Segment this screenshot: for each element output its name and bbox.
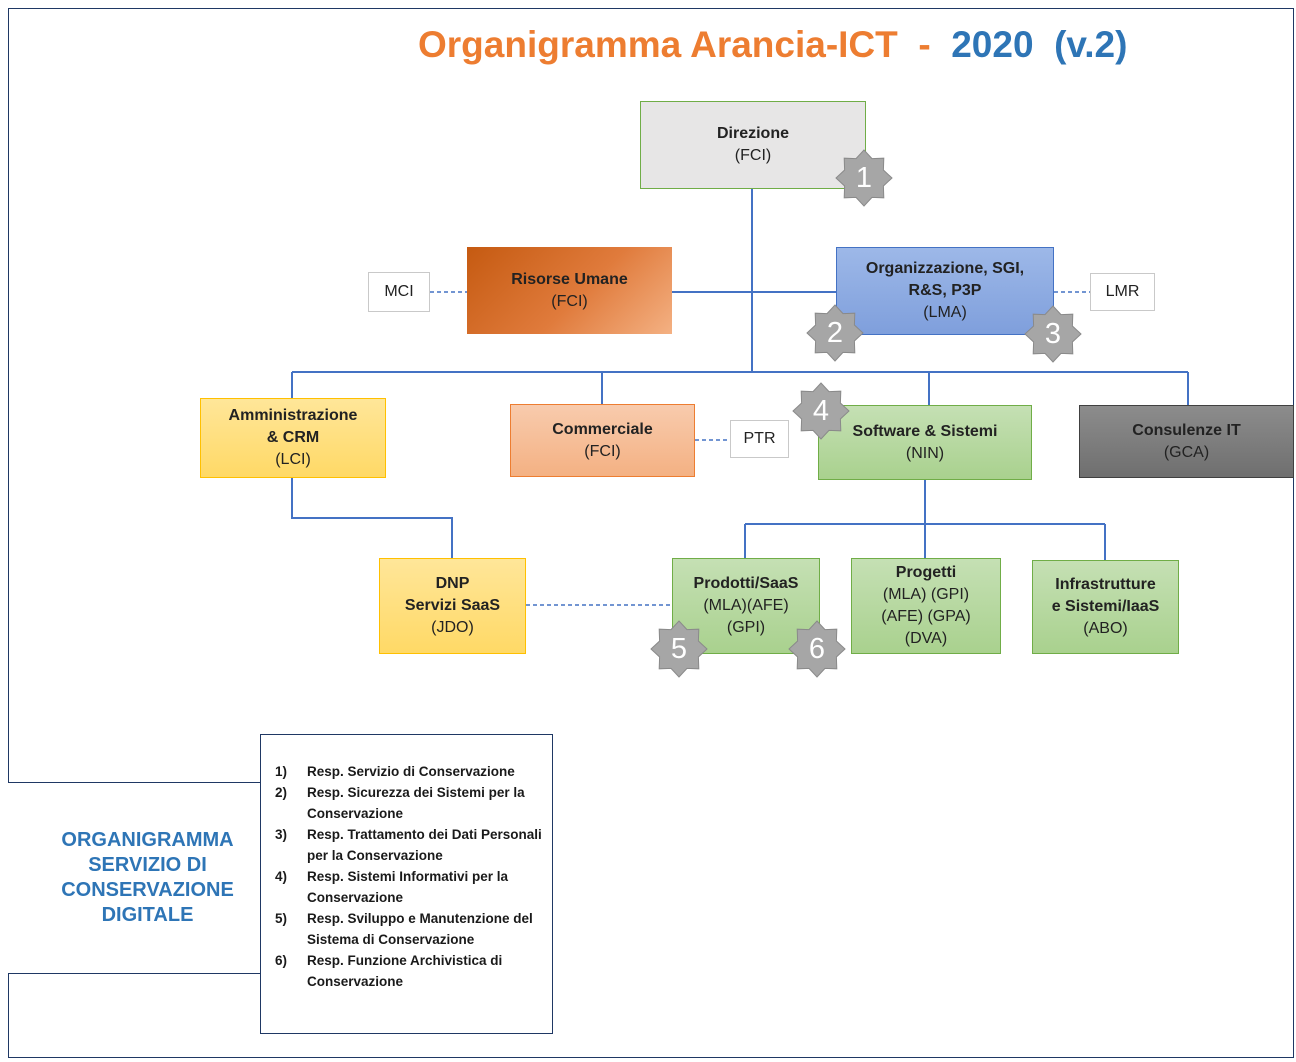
badge-4: 4 [792, 382, 850, 440]
legend-item-text: Resp. Trattamento dei Dati Personali per… [307, 827, 542, 863]
title-separator: - [918, 24, 931, 65]
box-amministrazione: Amministrazione & CRM (LCI) [200, 398, 386, 478]
box-risorse-umane-code: (FCI) [551, 292, 588, 310]
box-consulenze-it-code: (GCA) [1163, 443, 1210, 461]
badge-6: 6 [788, 620, 846, 678]
legend-item: 4) Resp. Sistemi Informativi per la Conse… [275, 866, 542, 908]
badge-6-number: 6 [808, 632, 826, 665]
legend-item: 3) Resp. Trattamento dei Dati Personali p… [275, 824, 542, 866]
box-prodotti-name: Prodotti/SaaS [693, 575, 799, 592]
legend-item-text: Resp. Funzione Archivistica di Conservaz… [307, 953, 503, 989]
box-progetti: Progetti (MLA) (GPI) (AFE) (GPA) (DVA) [851, 558, 1001, 654]
label-lmr: LMR [1090, 273, 1155, 311]
box-software-sistemi-name: Software & Sistemi [852, 422, 998, 440]
legend-list: 1) Resp. Servizio di Conservazione 2) Resp.… [275, 761, 542, 992]
box-organizzazione: Organizzazione, SGI, R&S, P3P (LMA) [836, 247, 1054, 335]
box-infrastrutture-name: Infrastrutture e Sistemi/IaaS [1051, 576, 1160, 615]
box-direzione-name: Direzione [716, 125, 789, 142]
legend-item-number: 2) [275, 785, 288, 800]
legend-item: 6) Resp. Funzione Archivistica di Conserv… [275, 950, 542, 992]
badge-2: 2 [806, 304, 864, 362]
legend-item-text: Resp. Sviluppo e Manutenzione del Sistem… [307, 911, 533, 947]
legend-item-number: 6) [275, 953, 288, 968]
legend-item-number: 3) [275, 827, 288, 842]
legend-item-number: 1) [275, 764, 288, 779]
box-organizzazione-name: Organizzazione, SGI, R&S, P3P [865, 260, 1025, 299]
legend-heading-box: ORGANIGRAMMA SERVIZIO DI CONSERVAZIONE D… [8, 782, 288, 974]
box-commerciale: Commerciale (FCI) [510, 404, 695, 477]
legend-item: 2) Resp. Sicurezza dei Sistemi per la Con… [275, 782, 542, 824]
box-software-sistemi-code: (NIN) [905, 444, 945, 462]
box-commerciale-code: (FCI) [584, 442, 621, 460]
legend-item-text: Resp. Servizio di Conservazione [307, 764, 515, 779]
box-amministrazione-code: (LCI) [275, 451, 311, 468]
box-commerciale-name: Commerciale [552, 420, 653, 438]
box-dnp-name: DNP Servizi SaaS [404, 575, 501, 614]
box-infrastrutture: Infrastrutture e Sistemi/IaaS (ABO) [1032, 560, 1179, 654]
box-consulenze-it-name: Consulenze IT [1132, 421, 1241, 439]
title-main: Organigramma Arancia-ICT [418, 24, 898, 65]
box-dnp-code: (JDO) [431, 619, 474, 636]
label-ptr: PTR [730, 420, 789, 458]
box-progetti-code: (MLA) (GPI) (AFE) (GPA) (DVA) [881, 586, 971, 647]
legend-item-number: 5) [275, 911, 288, 926]
box-dnp: DNP Servizi SaaS (JDO) [379, 558, 526, 654]
legend-item-text: Resp. Sistemi Informativi per la Conserv… [307, 869, 509, 905]
box-risorse-umane-name: Risorse Umane [511, 270, 628, 288]
legend-list-box: 1) Resp. Servizio di Conservazione 2) Resp.… [260, 734, 553, 1034]
box-direzione-code: (FCI) [734, 147, 772, 164]
badge-4-number: 4 [812, 394, 830, 427]
badge-3: 3 [1024, 305, 1082, 363]
box-infrastrutture-code: (ABO) [1083, 620, 1128, 637]
box-consulenze-it: Consulenze IT (GCA) [1079, 405, 1294, 478]
connector-dnp [291, 478, 453, 558]
legend-item-text: Resp. Sicurezza dei Sistemi per la Conse… [307, 785, 525, 821]
box-risorse-umane: Risorse Umane (FCI) [467, 247, 672, 334]
label-mci: MCI [368, 272, 430, 312]
box-progetti-name: Progetti [895, 564, 957, 581]
box-prodotti-code: (MLA)(AFE) (GPI) [703, 597, 789, 636]
page-title: Organigramma Arancia-ICT - 2020 (v.2) [418, 24, 1127, 66]
title-year: 2020 [951, 24, 1034, 65]
legend-item: 1) Resp. Servizio di Conservazione [275, 761, 542, 782]
badge-3-number: 3 [1044, 317, 1062, 350]
box-software-sistemi: Software & Sistemi (NIN) [818, 405, 1032, 480]
badge-1: 1 [835, 149, 893, 207]
legend-item: 5) Resp. Sviluppo e Manutenzione del Sist… [275, 908, 542, 950]
title-version: (v.2) [1054, 24, 1128, 65]
badge-5: 5 [650, 620, 708, 678]
box-organizzazione-code: (LMA) [923, 304, 967, 321]
badge-5-number: 5 [670, 632, 688, 665]
badge-1-number: 1 [855, 161, 873, 194]
box-direzione: Direzione (FCI) [640, 101, 866, 189]
box-amministrazione-name: Amministrazione & CRM [228, 407, 358, 446]
badge-2-number: 2 [826, 316, 844, 349]
legend-item-number: 4) [275, 869, 288, 884]
page-frame [8, 8, 1294, 1058]
legend-heading: ORGANIGRAMMA SERVIZIO DI CONSERVAZIONE D… [61, 829, 234, 926]
